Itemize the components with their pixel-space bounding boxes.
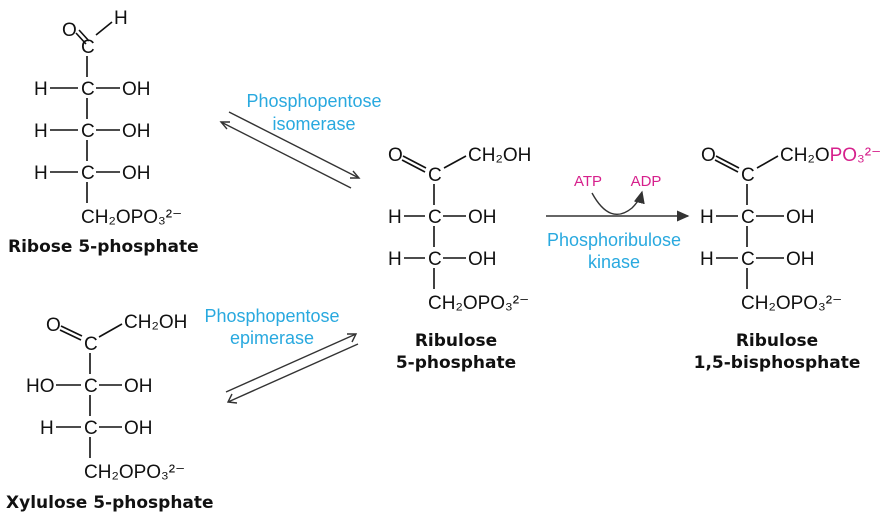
rubp-h3: H [700,207,714,228]
ribulose5p-oh3: OH [468,207,497,228]
kinase-label-line2: kinase [588,252,640,272]
ribulose-5-phosphate-label-line2: 5-phosphate [396,353,516,373]
kinase-label-line1: Phosphoribulose [547,230,681,250]
ribulose5p-h4: H [388,249,402,270]
ribulose5p-o: O [388,145,403,166]
isomerase-label-line1: Phosphopentose [246,91,381,111]
rubp-o: O [701,145,716,166]
rubp-oh4: OH [786,249,815,270]
isomerase-equilibrium-arrows [219,111,361,189]
ribose-oh4: OH [122,163,151,184]
ribose-h4: H [34,163,48,184]
xylulose-5-phosphate-label: Xylulose 5-phosphate [6,493,214,513]
xylulose-ch2oh: CH₂OH [124,312,187,333]
ribose-h2: H [34,79,48,100]
ribose-c4: C [81,163,95,184]
epimerase-label-line1: Phosphopentose [204,306,339,326]
epimerase-equilibrium-arrows [225,333,359,404]
xylulose-c3: C [84,376,98,397]
kinase-reaction-arrow [546,190,690,222]
ribulose5p-h3: H [388,207,402,228]
ribose-c1: C [81,37,95,58]
xylulose-oh3: OH [124,376,153,397]
rubp-c4: C [741,249,755,270]
ribulose-1-5-bisphosphate-structure: O C CH₂OPO₃²⁻ H C OH H C OH CH₂OPO₃²⁻ Ri… [694,145,882,373]
ribose-oh3: OH [122,121,151,142]
ribose-h3: H [34,121,48,142]
epimerase-label-line2: epimerase [230,328,314,348]
ribulose-5-phosphate-label-line1: Ribulose [415,331,497,351]
ribulose5p-oh4: OH [468,249,497,270]
rubp-h4: H [700,249,714,270]
adp-label: ADP [631,173,662,190]
atp-label: ATP [574,173,602,190]
rubp-c3: C [741,207,755,228]
isomerase-label-line2: isomerase [272,114,355,134]
ribose-c2: C [81,79,95,100]
xylulose-ch2opo3: CH₂OPO₃²⁻ [84,462,185,483]
rubp-c2: C [741,165,755,186]
rubp-oh3: OH [786,207,815,228]
ribulose5p-ch2opo3: CH₂OPO₃²⁻ [428,293,529,314]
ribulose5p-c3: C [428,207,442,228]
ribose-c3: C [81,121,95,142]
ribulose5p-c2: C [428,165,442,186]
ribulose-5-phosphate-structure: O C CH₂OH H C OH H C OH CH₂OPO₃²⁻ Ribulo… [388,145,531,373]
ribose-5-phosphate-structure: O H C H C OH H C OH H C OH CH₂OPO₃²⁻ Rib… [8,8,199,257]
xylulose-o: O [46,315,61,336]
ribulose5p-c4: C [428,249,442,270]
xylulose-5-phosphate-structure: O C CH₂OH HO C OH H C OH CH₂OPO₃²⁻ Xylul… [6,312,214,513]
ribose-o: O [62,20,77,41]
xylulose-c2: C [84,334,98,355]
ribose-oh2: OH [122,79,151,100]
ribulose-bisphosphate-label-line2: 1,5-bisphosphate [694,353,861,373]
ribose-aldehyde-h: H [114,8,128,29]
xylulose-oh4: OH [124,418,153,439]
rubp-po3-magenta: PO₃²⁻ [830,145,882,166]
ribose-ch2opo3: CH₂OPO₃²⁻ [81,207,182,228]
xylulose-ho3: HO [26,376,55,397]
xylulose-h4: H [40,418,54,439]
ribose-5-phosphate-label: Ribose 5-phosphate [8,237,199,257]
rubp-ch2opo3: CH₂OPO₃²⁻ [741,293,842,314]
ribulose-bisphosphate-label-line1: Ribulose [736,331,818,351]
ribulose5p-ch2oh: CH₂OH [468,145,531,166]
xylulose-c4: C [84,418,98,439]
rubp-ch2o: CH₂OPO₃²⁻ [780,145,881,166]
